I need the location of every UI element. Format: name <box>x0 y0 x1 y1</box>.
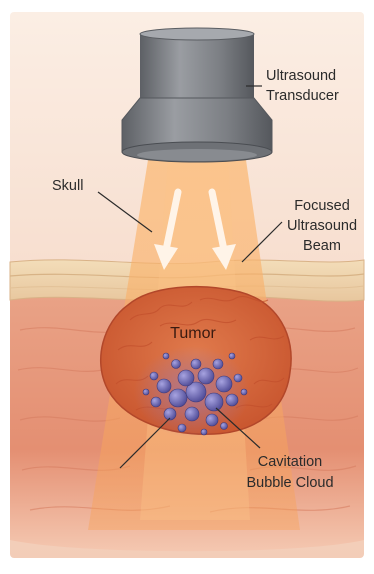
cavitation-label-line1: Cavitation <box>258 454 322 470</box>
bubble <box>205 393 223 411</box>
beam-label-line3: Beam <box>303 238 341 254</box>
bubble <box>151 397 161 407</box>
bubble <box>163 353 169 359</box>
bubble <box>234 374 242 382</box>
cavitation-label-line2: Bubble Cloud <box>246 475 333 491</box>
bubble <box>229 353 235 359</box>
bubble <box>206 414 218 426</box>
bubble <box>169 389 187 407</box>
bubble <box>157 379 171 393</box>
transducer-label-line2: Transducer <box>266 88 339 104</box>
bubble <box>191 359 201 369</box>
bubble <box>172 360 181 369</box>
bubble <box>216 376 232 392</box>
bubble <box>198 368 214 384</box>
bubble <box>150 372 158 380</box>
bubble <box>178 424 186 432</box>
transducer-label-line1: Ultrasound <box>266 68 336 84</box>
bubble <box>178 370 194 386</box>
tumor-label: Tumor <box>170 325 216 342</box>
skull-label: Skull <box>52 178 83 194</box>
bubble <box>226 394 238 406</box>
ultrasound-transducer <box>122 28 272 162</box>
bubble <box>221 423 228 430</box>
bubble <box>201 429 207 435</box>
bubble <box>213 359 223 369</box>
bubble <box>143 389 149 395</box>
bubble <box>241 389 247 395</box>
beam-label-line1: Focused <box>294 198 350 214</box>
bubble <box>185 407 199 421</box>
beam-label-line2: Ultrasound <box>287 218 357 234</box>
